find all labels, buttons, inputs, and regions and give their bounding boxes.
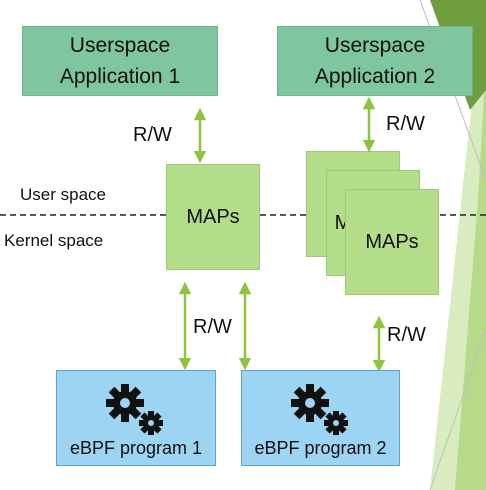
rw-label-app1: R/W [133,124,172,146]
kernel-space-label: Kernel space [4,231,104,250]
maps-stack-front: MAPs [345,189,439,295]
maps-box-1-label: MAPs [186,205,240,228]
app1-line1: Userspace [69,34,171,57]
app1-line2: Application 1 [59,65,181,88]
ebpf-program-1: eBPF program 1 [56,370,216,466]
app2-line1: Userspace [324,34,426,57]
userspace-application-2: Userspace Application 2 [277,26,473,96]
ebpf-program-2-label: eBPF program 2 [254,438,387,458]
maps-box-1: MAPs [166,164,260,270]
ebpf-program-2: eBPF program 2 [241,370,400,466]
rw-label-app2: R/W [386,113,425,135]
maps-stack-front-label: MAPs [365,230,419,253]
user-space-label: User space [20,185,106,204]
app2-line2: Application 2 [314,65,436,88]
gears-icon [291,384,348,435]
userspace-application-1: Userspace Application 1 [22,26,218,96]
rw-label-prog2: R/W [387,324,426,346]
ebpf-program-1-label: eBPF program 1 [69,438,203,458]
rw-label-prog1: R/W [193,316,232,338]
gears-icon [106,384,163,435]
